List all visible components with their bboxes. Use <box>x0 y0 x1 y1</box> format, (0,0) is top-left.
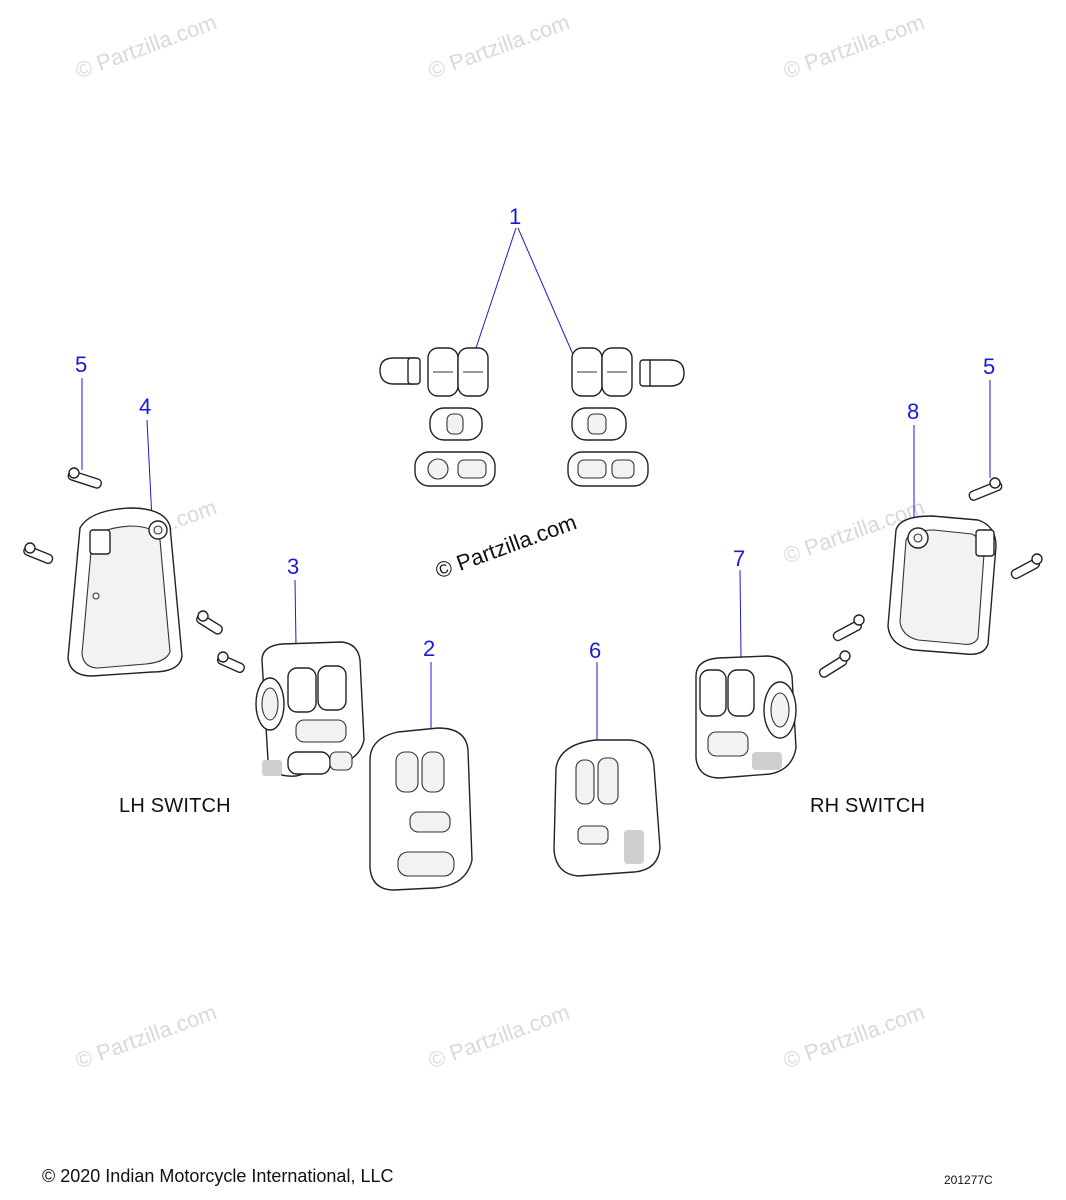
leader-7 <box>739 569 742 658</box>
part-4-lh-housing <box>67 507 183 677</box>
part-2-lh-cover <box>369 727 473 891</box>
part-7-rh-switch <box>695 655 797 779</box>
callout-1: 1 <box>509 204 522 229</box>
leader-1a <box>469 227 517 367</box>
part-screw-right-side <box>1010 553 1043 580</box>
leader-3 <box>294 579 297 646</box>
part-screw-rh-2 <box>818 650 851 678</box>
part-1-right-buttons <box>567 347 685 487</box>
callout-8: 8 <box>907 399 920 424</box>
part-screw-rh-1 <box>832 614 865 642</box>
callout-4: 4 <box>139 394 152 419</box>
rh-switch-label: RH SWITCH <box>810 795 926 817</box>
part-3-lh-switch <box>255 641 365 777</box>
copyright-text: © 2020 Indian Motorcycle International, … <box>42 1166 394 1186</box>
callout-6: 6 <box>589 638 602 663</box>
part-6-rh-cover <box>553 739 661 877</box>
lh-switch-label: LH SWITCH <box>119 795 231 817</box>
callout-2: 2 <box>423 636 436 661</box>
part-5-screw-left-top <box>67 467 102 489</box>
part-1-left-buttons <box>379 347 496 487</box>
part-8-rh-housing <box>887 515 997 655</box>
part-5-screw-right-top <box>968 477 1003 501</box>
callout-7: 7 <box>733 546 746 571</box>
leader-1b <box>517 227 579 367</box>
callout-5-right: 5 <box>983 354 996 379</box>
part-screw-lh-2 <box>216 651 245 674</box>
part-screw-lh-1 <box>196 610 223 635</box>
leader-4 <box>146 419 153 521</box>
callout-5-left: 5 <box>75 352 88 377</box>
diagram-code: 201277C <box>944 1173 993 1187</box>
part-screw-left-side <box>23 542 54 565</box>
callout-3: 3 <box>287 554 300 579</box>
